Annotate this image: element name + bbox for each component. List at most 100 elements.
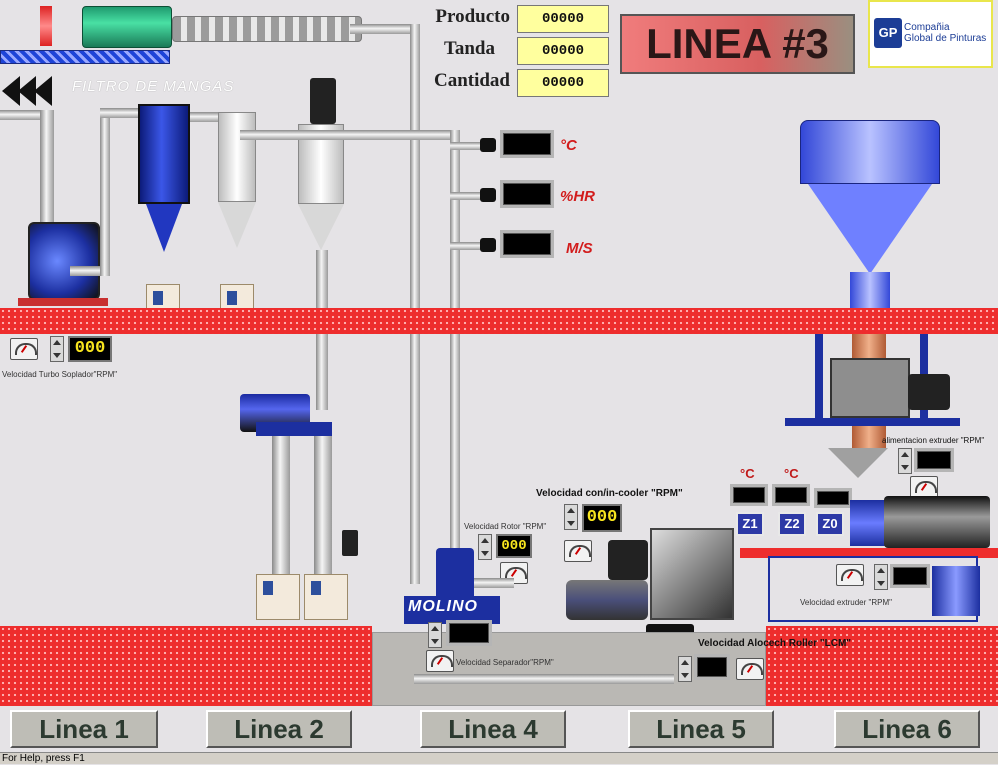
back-arrow-icon[interactable]: [34, 76, 52, 106]
blue-conveyor-belt: [0, 50, 170, 64]
pipe: [40, 110, 54, 230]
cyclone-2-cone: [298, 204, 344, 250]
tanda-value: 00000: [517, 37, 609, 65]
pipe: [70, 266, 110, 276]
roller-gauge-icon[interactable]: [736, 658, 764, 680]
green-motor-icon: [82, 6, 172, 48]
producto-value: 00000: [517, 5, 609, 33]
nav-linea-4-button[interactable]: Linea 4: [420, 710, 566, 748]
conveyor-speed-value: 000: [582, 504, 622, 532]
zone-temp-unit: °C: [784, 466, 799, 481]
rotor-speed-value: 000: [496, 534, 532, 558]
producto-label: Producto: [435, 6, 510, 27]
blower-base: [18, 298, 108, 306]
feeder-frame: [815, 334, 823, 424]
separator-gauge-icon[interactable]: [426, 650, 454, 672]
feeder-label: alimentacion extruder "RPM": [882, 436, 985, 445]
pipe: [450, 242, 482, 250]
extruder-gauge-icon[interactable]: [836, 564, 864, 586]
company-logo: GP Compañia Global de Pinturas: [868, 0, 993, 68]
humidity-unit: %HR: [560, 188, 596, 205]
cyclone-2-motor: [310, 78, 336, 124]
feeder-display: [914, 448, 954, 472]
cyclone-1: [218, 112, 256, 202]
sensor-icon: [480, 138, 496, 152]
pipe: [272, 436, 290, 576]
nav-linea-1-button[interactable]: Linea 1: [10, 710, 158, 748]
sensor-icon: [480, 238, 496, 252]
pipe: [410, 24, 420, 584]
hopper-cone: [808, 184, 932, 274]
cooler-hopper: [650, 528, 734, 620]
blower-base: [256, 422, 332, 436]
hopper-top: [800, 120, 940, 184]
zone-z1[interactable]: Z1: [736, 512, 764, 536]
extruder-motor: [884, 496, 990, 548]
zone0-temp-display: [814, 488, 852, 508]
product-box: [304, 574, 348, 620]
feeder-pipe: [852, 334, 886, 360]
pipe: [190, 112, 240, 122]
screw-conveyor: [172, 16, 362, 42]
rotor-spinner[interactable]: [478, 534, 492, 560]
feeder-motor: [908, 374, 950, 410]
zone2-temp-display: [772, 484, 810, 506]
extruder-funnel: [828, 448, 888, 478]
pipe: [0, 110, 50, 120]
nav-linea-6-button[interactable]: Linea 6: [834, 710, 980, 748]
back-arrow-icon[interactable]: [2, 76, 20, 106]
separator-spinner[interactable]: [428, 622, 442, 648]
extruder-display: [890, 564, 930, 588]
turbo-blower: [28, 222, 100, 300]
conveyor-gauge-icon[interactable]: [564, 540, 592, 562]
lower-floor-left: [0, 626, 372, 706]
line-title: LINEA #3: [620, 14, 855, 74]
temperature-unit: °C: [560, 137, 577, 154]
pipe: [450, 142, 482, 150]
airspeed-display: [500, 230, 554, 258]
roller-display: [694, 654, 730, 680]
bag-filter-hopper: [146, 204, 182, 252]
zone-z2[interactable]: Z2: [778, 512, 806, 536]
extruder-tank: [932, 566, 980, 616]
mill-label: MOLINO: [408, 598, 478, 615]
zone-temp-unit: °C: [740, 466, 755, 481]
feeder-unit: [830, 358, 910, 418]
pipe: [100, 110, 110, 276]
nav-linea-5-button[interactable]: Linea 5: [628, 710, 774, 748]
pipe: [450, 130, 460, 590]
nav-linea-2-button[interactable]: Linea 2: [206, 710, 352, 748]
back-arrow-icon[interactable]: [18, 76, 36, 106]
tanda-label: Tanda: [443, 38, 495, 59]
turbo-speed-label: Velocidad Turbo Soplador"RPM": [2, 370, 118, 379]
logo-line2: Global de Pinturas: [904, 33, 987, 44]
conveyor-spinner[interactable]: [564, 504, 578, 530]
feeder-pipe: [852, 426, 886, 450]
separator-speed-label: Velocidad Separador"RPM": [456, 658, 554, 667]
pipe: [450, 192, 482, 200]
product-box: [220, 284, 254, 312]
bag-filter: [138, 104, 190, 204]
product-box: [256, 574, 300, 620]
turbo-spinner[interactable]: [50, 336, 64, 362]
logo-initials: GP: [874, 18, 902, 48]
feeder-spinner[interactable]: [898, 448, 912, 474]
roller-speed-label: Velocidad Alocech Roller "LCM": [698, 638, 852, 649]
lower-floor-right: [766, 626, 998, 706]
airspeed-unit: M/S: [566, 240, 593, 257]
temperature-display: [500, 130, 554, 158]
feeder-gauge-icon[interactable]: [910, 476, 938, 498]
sensor-icon: [480, 188, 496, 202]
zone-z0[interactable]: Z0: [816, 512, 844, 536]
mill-body: [404, 596, 500, 624]
cantidad-value: 00000: [517, 69, 609, 97]
upper-floor: [0, 308, 998, 334]
roller-spinner[interactable]: [678, 656, 692, 682]
extruder-platform: [740, 548, 998, 558]
switch-icon[interactable]: [342, 530, 358, 556]
pipe: [100, 108, 140, 118]
turbo-gauge-icon[interactable]: [10, 338, 38, 360]
zone1-temp-display: [730, 484, 768, 506]
extruder-spinner[interactable]: [874, 564, 888, 590]
